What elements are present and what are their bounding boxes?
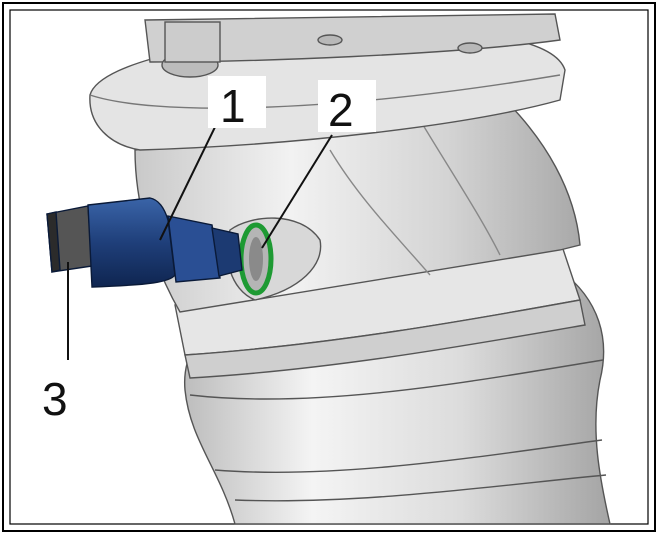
callout-2: 2	[318, 80, 376, 136]
callout-3: 3	[42, 373, 68, 425]
mount-bolt-1	[317, 34, 343, 46]
callout-label-2: 2	[328, 84, 354, 136]
pressure-sensor	[46, 197, 243, 288]
bellows-ridge-1	[189, 359, 604, 400]
callout-label-1: 1	[220, 80, 246, 132]
leader-line-1	[159, 124, 217, 241]
sensor-nose	[211, 227, 243, 277]
callout-label-3: 3	[42, 373, 68, 425]
bellows-ridge-2	[214, 439, 603, 473]
callout-1: 1	[208, 76, 266, 132]
sensor-body	[87, 197, 176, 288]
housing-rib-2	[419, 119, 501, 256]
leader-line-2	[261, 134, 333, 249]
sensor-plug-face	[46, 211, 61, 273]
bellows-ridge-3	[234, 474, 607, 502]
housing-rib	[329, 149, 431, 276]
mount-bolt-2	[457, 42, 483, 54]
o-ring	[238, 222, 274, 296]
mount-nut	[164, 21, 221, 63]
collar-band-lower	[184, 299, 586, 379]
sensor-collar	[167, 215, 221, 283]
